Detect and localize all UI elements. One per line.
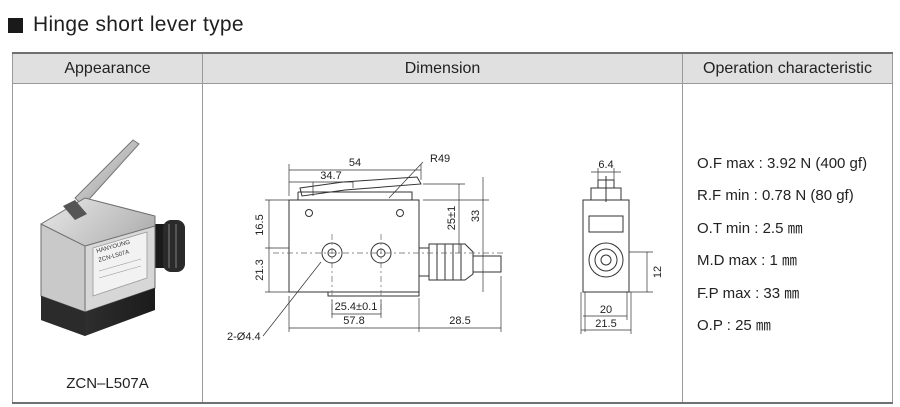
dim-34-7: 34.7	[320, 170, 341, 182]
dim-25-4: 25.4±0.1	[335, 301, 378, 313]
dim-28-5: 28.5	[449, 315, 470, 327]
dim-57-8: 57.8	[343, 315, 364, 327]
list-item: O.P : 25 ㎜	[697, 316, 771, 334]
dimension-cell: 54 34.7 R49 16.5 21.3 25±1 33 25.4±0.1 5…	[202, 83, 683, 404]
dim-21-3: 21.3	[254, 259, 266, 280]
front-view	[288, 176, 502, 297]
dim-20: 20	[600, 304, 612, 316]
model-label: ZCN–L507A	[66, 375, 149, 392]
section-title-text: Hinge short lever type	[33, 13, 244, 36]
table-row: HANYOUNG ZCN-L507A ZCN–L507A	[12, 83, 893, 404]
bullet-square-icon	[8, 17, 23, 33]
dim-6-4: 6.4	[598, 159, 613, 171]
section-title: Hinge short lever type	[8, 10, 244, 40]
dim-33: 33	[470, 210, 482, 222]
list-item: O.T min : 2.5 ㎜	[697, 219, 803, 237]
dim-r49: R49	[430, 153, 450, 165]
header-dimension: Dimension	[202, 52, 683, 84]
appearance-cell: HANYOUNG ZCN-L507A ZCN–L507A	[12, 83, 203, 404]
dimension-drawing: 54 34.7 R49 16.5 21.3 25±1 33 25.4±0.1 5…	[227, 153, 664, 343]
operation-list: O.F max : 3.92 N (400 gf) R.F min : 0.78…	[697, 148, 867, 342]
dimension-lines	[262, 161, 502, 337]
list-item: O.F max : 3.92 N (400 gf)	[697, 155, 868, 172]
dim-25-1: 25±1	[446, 206, 458, 230]
spec-table: Appearance Dimension Operation character…	[12, 52, 893, 404]
dim-holes: 2-Ø4.4	[227, 331, 261, 343]
list-item: R.F min : 0.78 N (80 gf)	[697, 187, 854, 205]
list-item: F.P max : 33 ㎜	[697, 284, 800, 302]
dim-12: 12	[652, 266, 664, 278]
operation-cell: O.F max : 3.92 N (400 gf) R.F min : 0.78…	[682, 83, 893, 404]
dim-54: 54	[349, 157, 361, 169]
dim-21-5: 21.5	[595, 318, 616, 330]
table-header-row: Appearance Dimension Operation character…	[12, 52, 893, 84]
dim-16-5: 16.5	[254, 214, 266, 235]
product-photo: HANYOUNG ZCN-L507A	[40, 139, 185, 336]
side-view	[582, 176, 630, 293]
list-item: M.D max : 1 ㎜	[697, 252, 798, 270]
header-operation-characteristic: Operation characteristic	[682, 52, 893, 84]
header-appearance: Appearance	[12, 52, 203, 84]
